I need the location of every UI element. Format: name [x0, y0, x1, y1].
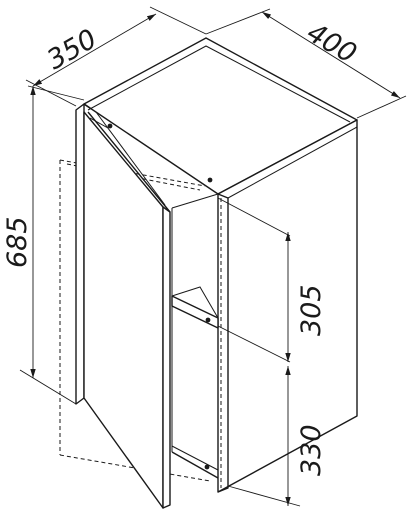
dimension-lower-gap: 330 — [227, 366, 327, 507]
shelf-pin-holes — [204, 177, 222, 488]
dimension-depth-label: 400 — [302, 17, 362, 70]
cabinet-bottom — [171, 445, 219, 479]
dimension-lower-gap-label: 330 — [296, 424, 327, 476]
cabinet-shelf — [171, 286, 219, 329]
open-door — [83, 111, 171, 509]
dimension-height-label: 685 — [2, 216, 33, 268]
dimension-upper-gap: 305 — [217, 197, 327, 363]
dimension-width-label: 350 — [42, 23, 102, 76]
dimension-upper-gap-label: 305 — [296, 284, 327, 336]
dimension-height: 685 — [2, 79, 77, 405]
